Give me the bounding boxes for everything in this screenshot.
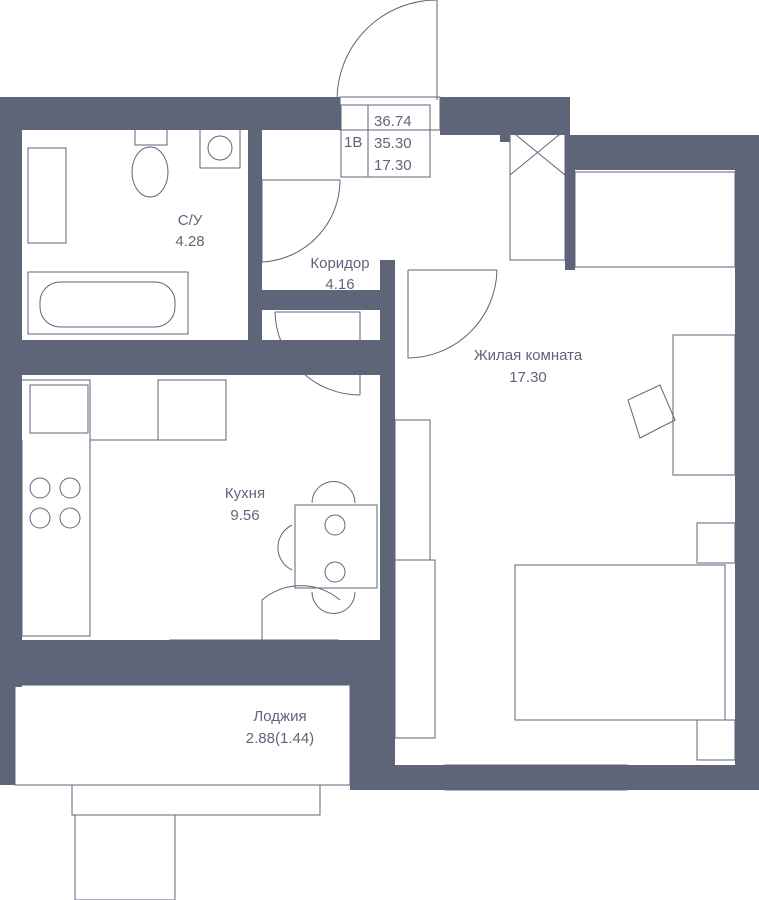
washing-machine bbox=[199, 127, 241, 169]
window-kitchen-1 bbox=[25, 346, 67, 370]
total-area: 36.74 bbox=[374, 113, 412, 130]
living-wardrobe bbox=[574, 171, 736, 268]
office-chair bbox=[627, 384, 676, 439]
wardrobe-cross bbox=[509, 129, 566, 176]
fridge bbox=[157, 379, 227, 441]
window-kitchen-3 bbox=[96, 346, 162, 370]
room-name-living: Жилая комната bbox=[474, 347, 583, 364]
room-name-bathroom: С/У bbox=[178, 212, 203, 229]
shelf bbox=[394, 419, 431, 561]
chairs bbox=[277, 481, 356, 614]
desk bbox=[672, 334, 736, 476]
washing-machine-drum bbox=[207, 135, 233, 161]
toilet-tank bbox=[134, 127, 168, 146]
bathtub-inner bbox=[39, 281, 176, 328]
kitchen-counter bbox=[21, 379, 160, 637]
plate bbox=[324, 561, 346, 583]
kitchen-door[interactable] bbox=[274, 311, 361, 396]
apartment-type: 1В bbox=[344, 134, 362, 151]
loggia-floor bbox=[14, 684, 351, 786]
kitchen-sink bbox=[29, 384, 89, 434]
entrance-door[interactable] bbox=[336, 0, 438, 101]
apartment-info-box: 1В 36.74 35.30 17.30 bbox=[340, 104, 431, 178]
living-total-area: 35.30 bbox=[374, 135, 412, 152]
nightstand bbox=[696, 719, 736, 761]
room-area-living: 17.30 bbox=[509, 369, 547, 386]
corridor-wardrobe bbox=[509, 129, 566, 261]
balcony-step bbox=[74, 814, 176, 900]
window-bathroom bbox=[21, 103, 91, 127]
bathtub bbox=[27, 271, 189, 335]
room-name-corridor: Коридор bbox=[310, 255, 369, 272]
entrance-door-opening bbox=[339, 96, 441, 131]
dining-table bbox=[294, 504, 378, 589]
walls bbox=[0, 97, 759, 790]
tv-stand bbox=[394, 559, 436, 739]
nightstand bbox=[696, 522, 736, 564]
window-living bbox=[444, 764, 628, 791]
room-name-loggia: Лоджия bbox=[253, 708, 306, 725]
sink bbox=[27, 147, 67, 244]
window-kitchen-5 bbox=[191, 346, 255, 370]
bathroom-door[interactable] bbox=[261, 179, 341, 263]
window-kitchen-4 bbox=[171, 346, 185, 370]
window-kitchen-2 bbox=[75, 346, 89, 370]
stove bbox=[29, 477, 81, 529]
living-area: 17.30 bbox=[374, 157, 412, 174]
plate bbox=[324, 514, 346, 536]
room-area-kitchen: 9.56 bbox=[230, 507, 259, 524]
living-door[interactable] bbox=[407, 269, 498, 359]
toilet bbox=[131, 146, 169, 198]
loggia-window bbox=[71, 784, 321, 816]
room-area-bathroom: 4.28 bbox=[175, 233, 204, 250]
room-name-kitchen: Кухня bbox=[225, 485, 265, 502]
room-area-loggia: 2.88(1.44) bbox=[246, 730, 314, 747]
room-area-corridor: 4.16 bbox=[325, 276, 354, 293]
loggia-door-swing[interactable] bbox=[261, 585, 341, 655]
bed bbox=[514, 564, 726, 721]
